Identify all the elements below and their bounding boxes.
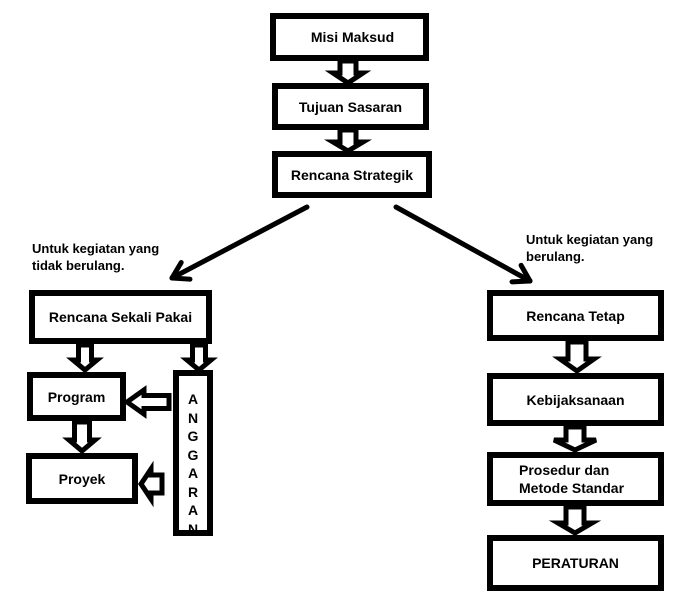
arrow-tetap-to-kebijaksanaan (552, 339, 602, 375)
box-label: Rencana Tetap (526, 307, 625, 324)
box-label: Kebijaksanaan (526, 391, 625, 408)
anggaran-letter: A (187, 502, 199, 518)
arrow-tujuan-to-strategik (323, 127, 373, 154)
box-proyek: Proyek (26, 453, 138, 504)
box-label: Rencana Strategik (290, 166, 414, 183)
box-rencana-tetap: Rencana Tetap (487, 290, 664, 341)
box-misi-maksud: Misi Maksud (270, 13, 429, 61)
box-prosedur-metode-standar: Prosedur dan Metode Standar (487, 452, 664, 506)
arrow-anggaran-to-proyek (137, 460, 165, 508)
anggaran-letter: A (187, 391, 199, 407)
anggaran-letter: G (187, 446, 199, 463)
arrow-strategik-to-tetap (393, 204, 533, 285)
arrow-kebijaksanaan-to-prosedur (552, 424, 598, 453)
arrow-sekali-to-anggaran (180, 342, 218, 374)
box-label: PERATURAN (532, 555, 619, 571)
anggaran-letter: R (187, 483, 199, 500)
anggaran-letter: G (187, 428, 199, 444)
arrow-prosedur-to-peraturan (548, 504, 602, 536)
note-non-recurring: Untuk kegiatan yang tidak berulang. (32, 241, 160, 273)
arrow-program-to-proyek (62, 419, 102, 455)
box-label: Tujuan Sasaran (298, 98, 403, 115)
box-peraturan: PERATURAN (487, 535, 664, 591)
note-recurring: Untuk kegiatan yang berulang. (526, 232, 654, 264)
box-label: Misi Maksud (310, 29, 395, 45)
anggaran-letter: N (187, 520, 199, 537)
arrow-strategik-to-sekali-pakai (169, 204, 310, 282)
anggaran-letter: A (187, 465, 199, 481)
box-label: Rencana Sekali Pakai (48, 309, 193, 325)
box-tujuan-sasaran: Tujuan Sasaran (272, 83, 429, 130)
box-label: Program (47, 388, 106, 405)
box-label: Proyek (58, 470, 106, 487)
arrow-sekali-to-program (66, 342, 104, 374)
box-rencana-strategik: Rencana Strategik (272, 151, 432, 198)
arrow-anggaran-to-program (122, 385, 172, 419)
box-program: Program (27, 372, 126, 421)
box-rencana-sekali-pakai: Rencana Sekali Pakai (29, 290, 212, 344)
anggaran-letter: N (187, 409, 199, 426)
box-label: Prosedur dan Metode Standar (519, 462, 625, 496)
box-kebijaksanaan: Kebijaksanaan (487, 373, 664, 426)
arrow-misi-to-tujuan (324, 58, 372, 87)
